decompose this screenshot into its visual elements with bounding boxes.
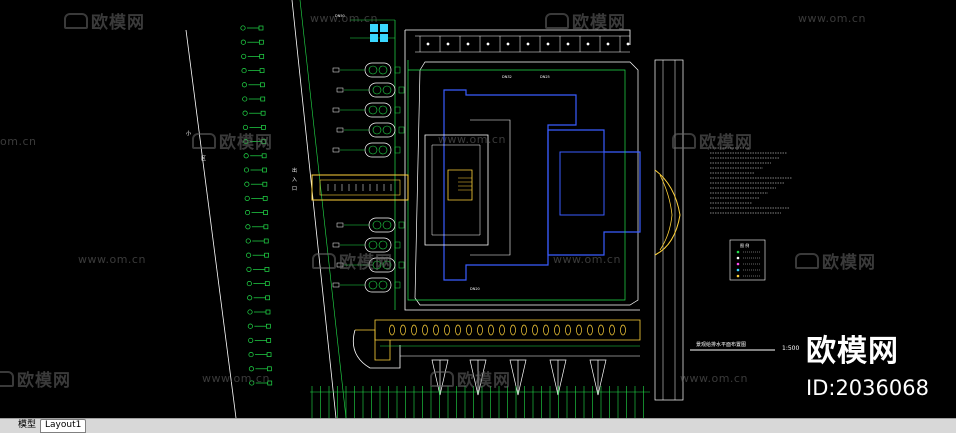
svg-text:DN25: DN25: [540, 75, 550, 79]
cad-drawing-canvas[interactable]: 图 例 景观给排水平面布置图 1:500 小 区 出 入 口 DN50 DN32…: [0, 0, 956, 418]
road-curb: [654, 59, 684, 401]
pipe-line: [407, 60, 626, 301]
tree-column: [240, 25, 273, 386]
planter-fans: [431, 359, 607, 396]
ring-road: [404, 29, 640, 311]
svg-text:出: 出: [292, 167, 297, 174]
valve-block: [380, 24, 388, 32]
svg-text:DN32: DN32: [502, 75, 512, 79]
valve-block: [370, 34, 378, 42]
svg-text:DN50: DN50: [335, 14, 345, 18]
site-plan-drawing: 图 例 景观给排水平面布置图 1:500 小 区 出 入 口 DN50 DN32…: [185, 0, 799, 418]
layout-tab-bar: 模型 Layout1: [0, 418, 956, 433]
plan-title: 景观给排水平面布置图: [696, 341, 746, 348]
valve-block: [370, 24, 378, 32]
valve-block: [380, 34, 388, 42]
building-outline: [424, 134, 489, 246]
svg-text:入: 入: [292, 177, 297, 183]
building-outline: [547, 129, 641, 256]
plan-scale: 1:500: [782, 345, 799, 352]
bottom-plaza: [374, 319, 641, 341]
entrance-plaza: [311, 174, 409, 201]
brand-id: ID:2036068: [806, 376, 929, 400]
site-boundary-line: [185, 29, 237, 418]
pipe-line: [299, 0, 347, 418]
svg-text:DN20: DN20: [470, 287, 480, 291]
legend-title: 图 例: [740, 242, 749, 248]
brand-name: 欧模网: [806, 334, 899, 369]
parking-strip: [415, 35, 630, 53]
legend-box: [729, 239, 766, 281]
tree-groups: [332, 62, 405, 293]
svg-text:口: 口: [292, 186, 297, 192]
building-outline: [443, 89, 577, 281]
site-boundary-line: [291, 0, 337, 418]
tab-layout1[interactable]: Layout1: [40, 419, 87, 433]
entrance-curve: [654, 169, 681, 256]
svg-text:区: 区: [201, 156, 206, 162]
brand-watermark: 欧模网 ID:2036068: [806, 334, 929, 401]
svg-text:小: 小: [186, 130, 191, 137]
design-notes: [710, 147, 792, 214]
tab-model[interactable]: 模型: [18, 420, 37, 430]
